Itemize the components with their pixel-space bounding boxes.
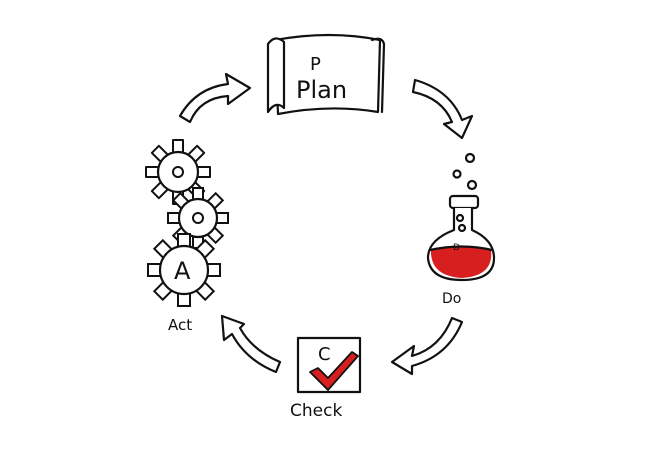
arrow-plan-to-do	[411, 78, 474, 140]
arrow-do-to-check	[390, 316, 464, 376]
check-label: Check	[290, 401, 342, 421]
plan-letter: P	[310, 54, 321, 75]
arrow-act-to-plan	[178, 72, 252, 124]
plan-scroll-icon: P Plan	[266, 33, 386, 116]
arrow-check-to-act	[220, 314, 282, 374]
flask-icon: D Do	[426, 152, 496, 307]
plan-label: Plan	[296, 76, 347, 104]
act-letter: A	[174, 257, 191, 285]
do-letter: D	[453, 243, 460, 253]
do-label: Do	[442, 291, 461, 307]
checkbox-icon: C Check	[290, 336, 362, 421]
checkmark-icon	[309, 351, 359, 391]
check-letter: C	[318, 344, 331, 365]
act-label: Act	[168, 316, 192, 334]
gears-icon: A Act	[145, 139, 229, 334]
